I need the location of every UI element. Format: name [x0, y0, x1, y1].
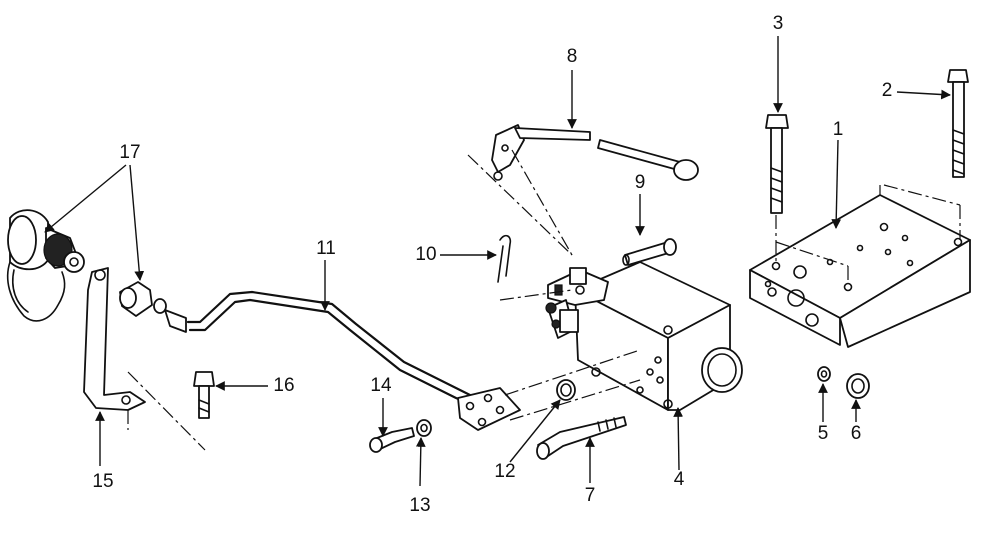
callout-8: 8: [567, 46, 578, 67]
washer-part-13: [416, 419, 432, 437]
callout-labels: 1 2 3 4 5 6 7 8 9 10 11 12 13 14 15 16 1…: [92, 13, 892, 516]
screw-part-14: [369, 427, 415, 453]
callout-4: 4: [674, 469, 685, 490]
callout-3: 3: [773, 13, 784, 34]
callout-7: 7: [585, 485, 596, 506]
hydraulic-tube-part-11: [186, 290, 641, 431]
coupler-part-17: [6, 209, 187, 333]
callout-17: 17: [119, 142, 140, 163]
callout-5: 5: [818, 423, 829, 444]
handle-lever-part-8: [467, 124, 699, 256]
pin-part-9: [622, 238, 677, 266]
bolt-part-2: [947, 69, 969, 178]
screw-part-16: [193, 371, 215, 419]
callout-15: 15: [92, 471, 113, 492]
callout-11: 11: [316, 238, 336, 259]
callout-6: 6: [851, 423, 862, 444]
callout-16: 16: [273, 375, 294, 396]
bolt-part-3: [765, 114, 789, 214]
leader-lines: [44, 36, 951, 487]
control-valve-housing: [545, 261, 743, 411]
cap-screw-part-7: [536, 416, 627, 460]
washer-part-5: [817, 366, 831, 382]
callout-13: 13: [409, 495, 430, 516]
callout-10: 10: [415, 244, 436, 265]
callout-14: 14: [370, 375, 392, 396]
callout-2: 2: [882, 80, 893, 101]
callout-9: 9: [635, 172, 646, 193]
valve-body-block: [749, 184, 971, 348]
seal-ring-part-6: [846, 373, 870, 399]
o-ring-part-12: [556, 379, 576, 401]
bracket-part-15: [83, 267, 206, 451]
callout-12: 12: [494, 461, 515, 482]
callout-1: 1: [833, 119, 844, 140]
cotter-pin-part-10: [497, 234, 573, 301]
